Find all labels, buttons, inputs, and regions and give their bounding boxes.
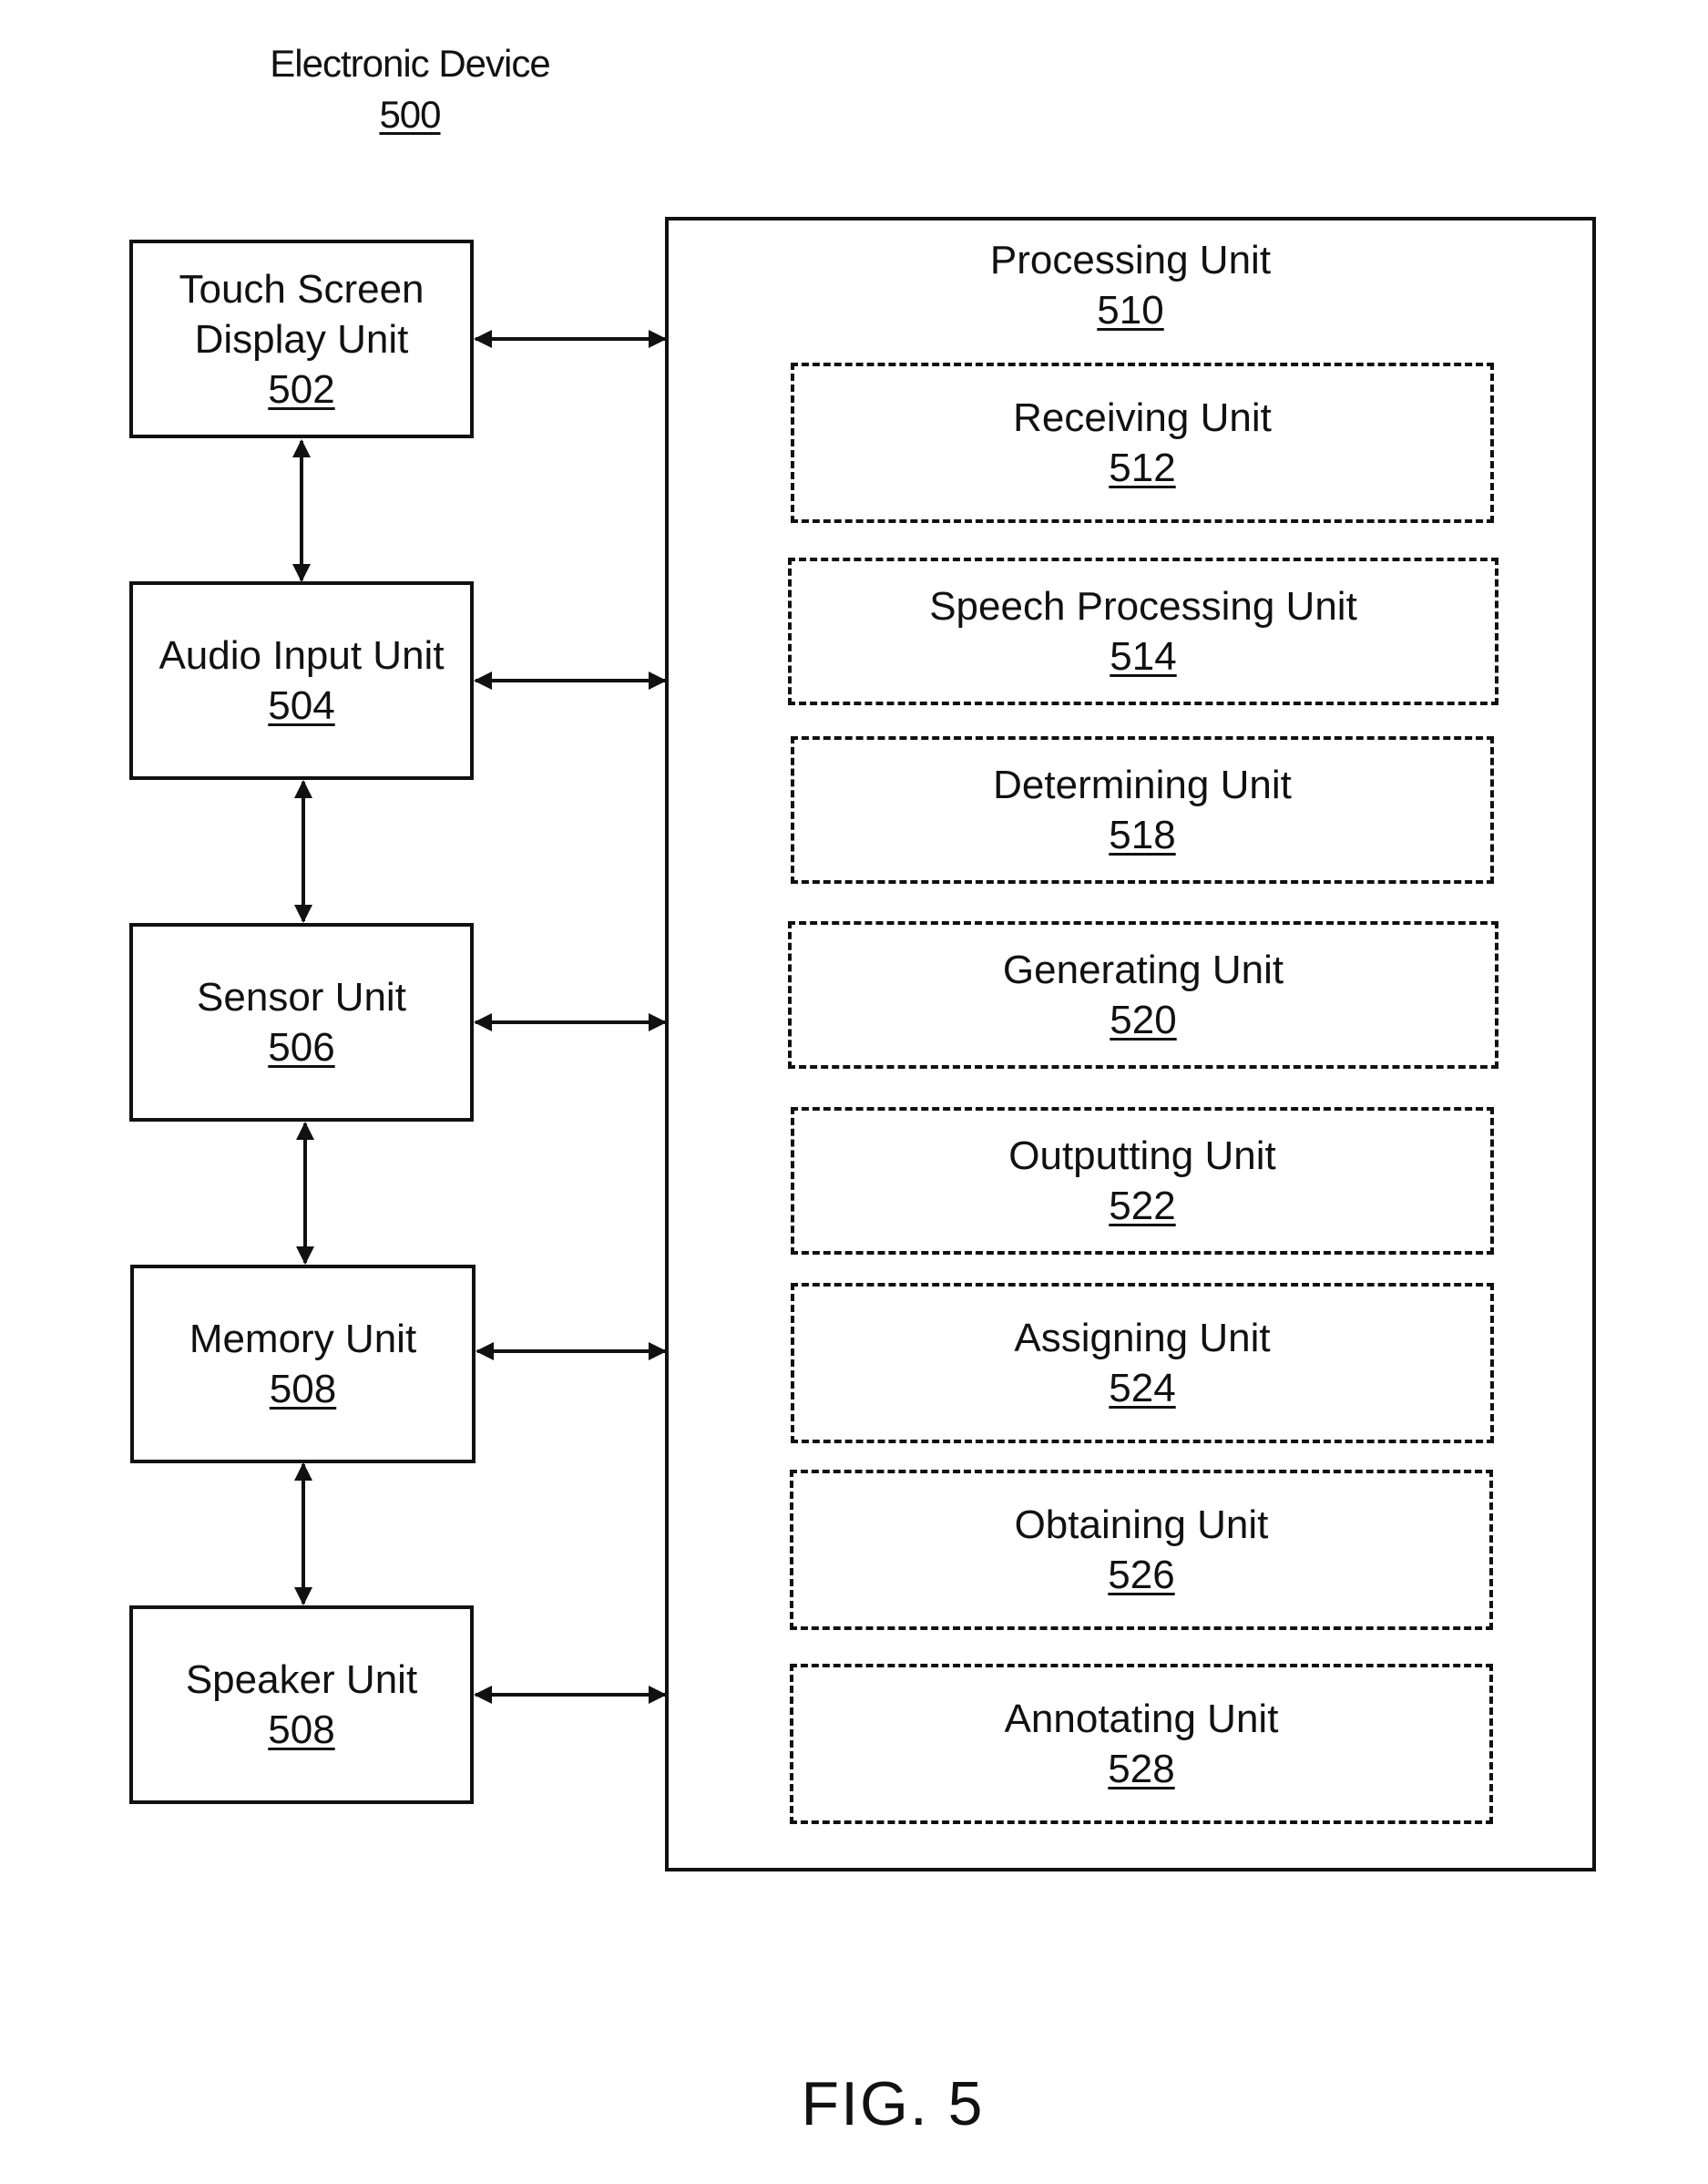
speech-processing-unit: Speech Processing Unit 514 [788,558,1498,705]
sub-unit-label: Assigning Unit [1014,1313,1270,1363]
unit-label-line1: Audio Input Unit [159,631,444,681]
sub-unit-label: Speech Processing Unit [929,581,1357,631]
sub-unit-label: Determining Unit [993,760,1292,810]
device-title: Electronic Device 500 [182,38,638,140]
sub-unit-number: 526 [1108,1550,1174,1600]
processing-unit-number: 510 [1097,285,1163,335]
sub-unit-number: 524 [1109,1363,1175,1413]
annotating-unit: Annotating Unit 528 [790,1664,1493,1824]
sub-unit-number: 520 [1110,995,1176,1045]
figure-label: FIG. 5 [711,2068,1075,2139]
speaker-unit: Speaker Unit 508 [129,1605,474,1804]
unit-label-line1: Touch Screen [179,264,424,314]
unit-number: 508 [270,1364,336,1414]
unit-label-line1: Sensor Unit [197,972,406,1022]
assigning-unit: Assigning Unit 524 [791,1283,1494,1443]
sub-unit-number: 518 [1109,810,1175,860]
sub-unit-label: Obtaining Unit [1015,1500,1269,1550]
unit-label-line1: Speaker Unit [186,1655,417,1705]
device-label: Electronic Device [182,38,638,89]
processing-unit-label: Processing Unit [990,235,1271,285]
unit-number: 504 [268,681,334,731]
sub-unit-label: Receiving Unit [1013,393,1272,443]
device-number: 500 [182,89,638,140]
unit-number: 508 [268,1705,334,1755]
receiving-unit: Receiving Unit 512 [791,363,1494,523]
unit-label-line2: Display Unit [195,314,409,364]
sub-unit-number: 514 [1110,631,1176,682]
determining-unit: Determining Unit 518 [791,736,1494,884]
unit-number: 502 [268,364,334,415]
sub-unit-number: 522 [1109,1181,1175,1231]
obtaining-unit: Obtaining Unit 526 [790,1470,1493,1630]
audio-input-unit: Audio Input Unit 504 [129,581,474,780]
sub-unit-number: 528 [1108,1744,1174,1794]
generating-unit: Generating Unit 520 [788,921,1498,1069]
sub-unit-label: Annotating Unit [1005,1694,1279,1744]
sub-unit-label: Generating Unit [1003,945,1284,995]
unit-number: 506 [268,1022,334,1072]
touch-screen-display-unit: Touch Screen Display Unit 502 [129,240,474,438]
memory-unit: Memory Unit 508 [130,1265,476,1463]
sensor-unit: Sensor Unit 506 [129,923,474,1122]
sub-unit-label: Outputting Unit [1008,1131,1276,1181]
outputting-unit: Outputting Unit 522 [791,1107,1494,1255]
unit-label-line1: Memory Unit [189,1314,416,1364]
sub-unit-number: 512 [1109,443,1175,493]
